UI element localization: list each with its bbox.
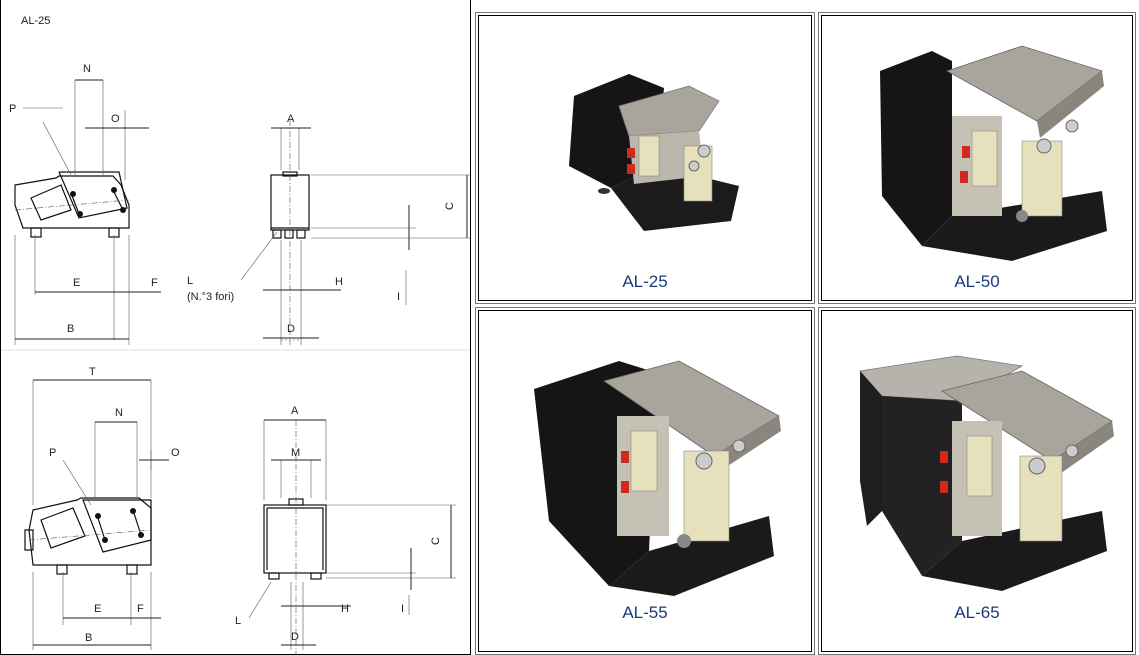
bottom-front-view (248, 419, 456, 654)
dim-a-top: A (287, 113, 295, 125)
dim-o-top: O (111, 113, 120, 125)
product-card-al65: AL-65 (821, 310, 1133, 652)
drawing-title: AL-25 (21, 15, 50, 27)
technical-drawing: AL-25 (1, 15, 470, 654)
dim-n-top: N (83, 63, 91, 75)
dim-i-top: I (397, 291, 400, 303)
dim-m-bottom: M (291, 447, 300, 459)
product-card-al55: AL-55 (478, 310, 812, 652)
dim-h-bottom: H (341, 603, 349, 615)
dim-l-bottom: L (235, 615, 241, 627)
dim-n-bottom: N (115, 407, 123, 419)
product-card-al25: AL-25 (478, 15, 812, 301)
dim-c-bottom: C (430, 537, 442, 545)
dim-i-bottom: I (401, 603, 404, 615)
dim-p-top: P (9, 103, 16, 115)
product-image-al65 (859, 355, 1114, 591)
dim-e-bottom: E (94, 603, 101, 615)
dim-l-note: (N.°3 fori) (187, 291, 234, 303)
dim-b-bottom: B (85, 632, 92, 644)
dim-d-top: D (287, 323, 295, 335)
technical-drawing-panel: AL-25 (0, 0, 471, 655)
dim-d-bottom: D (291, 631, 299, 643)
product-label-al55: AL-55 (622, 603, 668, 622)
product-frame-al50 (818, 12, 1136, 304)
dim-f-top: F (151, 277, 158, 289)
product-card-al50: AL-50 (821, 15, 1133, 301)
dim-f-bottom: F (137, 603, 144, 615)
product-image-al55 (534, 360, 781, 596)
dim-c-top: C (444, 202, 456, 210)
bottom-side-view (24, 379, 169, 650)
dim-l-top: L (187, 275, 193, 287)
top-side-view (14, 79, 161, 345)
product-image-al25 (569, 74, 739, 231)
dim-e-top: E (73, 277, 80, 289)
product-label-al65: AL-65 (954, 603, 1000, 622)
top-front-view (240, 120, 470, 345)
product-label-al50: AL-50 (954, 272, 1000, 291)
product-image-al50 (880, 45, 1107, 261)
dim-h-top: H (335, 276, 343, 288)
dim-o-bottom: O (171, 447, 180, 459)
product-label-al25: AL-25 (622, 272, 668, 291)
dim-a-bottom: A (291, 405, 299, 417)
dim-b-top: B (67, 323, 74, 335)
product-frame-al25 (475, 12, 815, 304)
dim-p-bottom: P (49, 447, 56, 459)
dim-t-bottom: T (89, 366, 96, 378)
